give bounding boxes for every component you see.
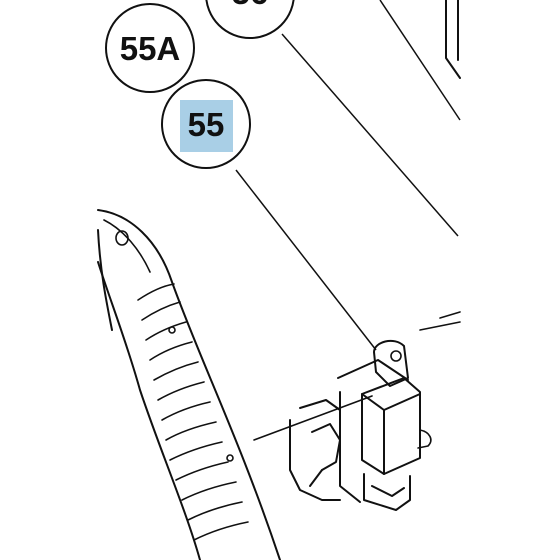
mounting-tab xyxy=(373,339,409,387)
callout-55-label: 55 xyxy=(188,106,225,143)
callout-55: 55 xyxy=(161,79,251,169)
callout-55a: 55A xyxy=(105,3,195,93)
highlight-box xyxy=(180,100,233,152)
relay-body xyxy=(361,377,421,475)
bracket-fragment xyxy=(445,0,461,79)
leader-line-55 xyxy=(235,169,377,351)
callout-56: 56 xyxy=(205,0,295,39)
callout-55a-label: 55A xyxy=(120,30,181,67)
callout-56-label: 56 xyxy=(232,0,269,11)
leader-line-56 xyxy=(281,33,459,237)
leader-lines xyxy=(235,0,461,351)
housing-outline xyxy=(97,209,461,560)
vent-slots xyxy=(137,283,249,541)
mounting-hole xyxy=(115,230,129,246)
leader-line-top-right xyxy=(379,0,461,121)
part-55-assembly xyxy=(253,339,432,511)
